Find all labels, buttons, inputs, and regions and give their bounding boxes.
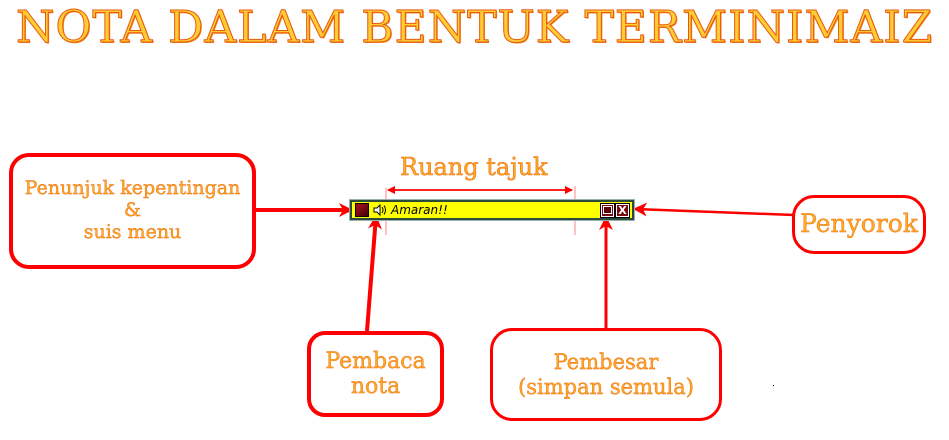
stray-dot: [773, 385, 774, 386]
terminal-title-bar[interactable]: Amaran!! X: [349, 199, 635, 221]
callout-restore: Pembesar (simpan semula): [490, 328, 722, 421]
arrow-hider: [633, 202, 795, 217]
heading-space-label: Ruang tajuk: [400, 153, 548, 182]
callout-hider-text: Penyorok: [800, 209, 918, 239]
callout-restore-text: Pembesar (simpan semula): [518, 350, 694, 399]
callout-note-reader-text: Pembaca nota: [325, 348, 426, 400]
callout-status-menu: Penunjuk kepentingan & suis menu: [9, 153, 256, 269]
speaker-icon[interactable]: [372, 202, 388, 218]
page-title: NOTA DALAM BENTUK TERMINIMAIZ: [15, 2, 934, 54]
arrow-note-reader: [365, 215, 382, 332]
callout-hider: Penyorok: [792, 195, 926, 254]
callout-status-menu-text: Penunjuk kepentingan & suis menu: [24, 177, 241, 243]
status-indicator-icon[interactable]: [355, 203, 369, 217]
close-button[interactable]: X: [615, 202, 630, 218]
restore-button[interactable]: [600, 202, 615, 218]
terminal-heading-text: Amaran!!: [391, 203, 448, 217]
callout-note-reader: Pembaca nota: [307, 331, 444, 417]
restore-icon: [603, 206, 612, 214]
close-icon: X: [618, 203, 627, 217]
